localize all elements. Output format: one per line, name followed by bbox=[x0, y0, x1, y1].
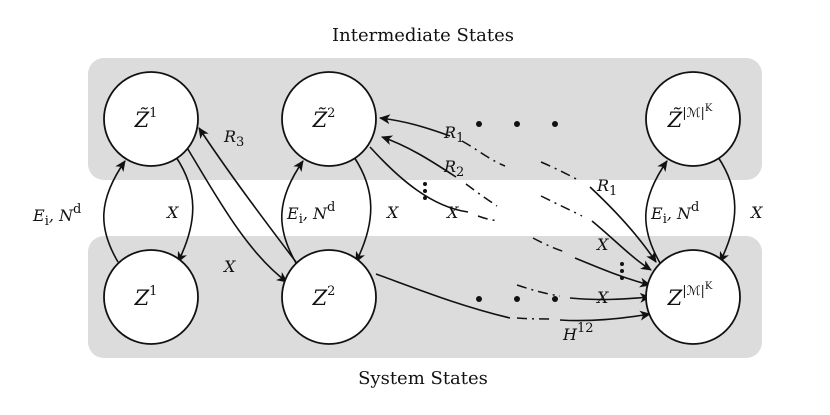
label-x5: X bbox=[595, 288, 609, 307]
node-z1: Z1 bbox=[103, 249, 199, 345]
node-z2-tilde: Z̃2 bbox=[281, 71, 377, 167]
intermediate-states-title: Intermediate States bbox=[332, 25, 514, 46]
label-e2: Ei, Nd bbox=[286, 200, 335, 227]
label-x4: X bbox=[595, 235, 609, 254]
edge-h12-dash bbox=[516, 317, 553, 320]
edge-r1-into-zm bbox=[589, 186, 657, 263]
label-e3: Ei, Nd bbox=[650, 200, 699, 227]
edge-r2-into-z2tilde bbox=[381, 135, 457, 178]
label-r2: R2 bbox=[443, 157, 464, 180]
svg-text:Z|ℳ|K: Z|ℳ|K bbox=[667, 281, 713, 310]
vertical-dots-right-3 bbox=[620, 276, 624, 280]
label-r1-upper: R1 bbox=[443, 123, 464, 146]
edge-x-into-zm-2 bbox=[569, 292, 651, 303]
edge-z2-to-right bbox=[375, 273, 511, 319]
system-states-band bbox=[88, 236, 762, 358]
edge-z2tilde-to-z2 bbox=[353, 156, 372, 263]
label-e1: Ei, Nd bbox=[32, 202, 81, 229]
edge-mid-dash-2 bbox=[532, 237, 566, 253]
edge-mid-dash-1 bbox=[540, 195, 583, 217]
edge-x-dash bbox=[477, 215, 499, 222]
edge-r1-right-dash bbox=[540, 161, 581, 182]
svg-text:Z1: Z1 bbox=[134, 284, 158, 310]
edge-h-dash bbox=[516, 284, 561, 297]
label-x1: X bbox=[165, 203, 179, 222]
node-zm-tilde: Z̃|ℳ|K bbox=[645, 71, 741, 167]
edge-zmtilde-to-zm bbox=[717, 156, 736, 263]
edge-h12-into-zm bbox=[559, 310, 651, 322]
label-r3: R3 bbox=[223, 127, 244, 150]
ellipsis-dot-bottom-3 bbox=[552, 296, 558, 302]
ellipsis-dot-top-3 bbox=[552, 121, 558, 127]
edge-mid-into-zm-1 bbox=[591, 220, 652, 271]
intermediate-states-band bbox=[88, 58, 762, 180]
vertical-dots-left-2 bbox=[423, 189, 427, 193]
svg-text:Z2: Z2 bbox=[312, 284, 336, 310]
edge-z2tilde-to-right bbox=[369, 146, 469, 213]
label-x6: X bbox=[749, 203, 763, 222]
edge-z2-to-z1tilde bbox=[198, 127, 297, 263]
label-r1-right: R1 bbox=[596, 176, 617, 199]
node-z1-tilde: Z̃1 bbox=[103, 71, 199, 167]
vertical-dots-left-3 bbox=[423, 196, 427, 200]
svg-text:Z̃1: Z̃1 bbox=[134, 106, 158, 132]
node-z2: Z2 bbox=[281, 249, 377, 345]
edge-z1tilde-to-z1 bbox=[175, 156, 194, 263]
svg-text:Z̃2: Z̃2 bbox=[312, 106, 336, 132]
ellipsis-dot-top-1 bbox=[476, 121, 482, 127]
ellipsis-dot-top-2 bbox=[514, 121, 520, 127]
edge-z2-to-z2tilde bbox=[280, 160, 304, 264]
vertical-dots-right-2 bbox=[620, 269, 624, 273]
svg-text:Z̃|ℳ|K: Z̃|ℳ|K bbox=[667, 103, 713, 132]
label-h12: H12 bbox=[562, 321, 594, 344]
ellipsis-dot-bottom-1 bbox=[476, 296, 482, 302]
edge-z1tilde-to-z2 bbox=[185, 145, 288, 283]
label-x3: X bbox=[445, 203, 459, 222]
node-zm: Z|ℳ|K bbox=[645, 249, 741, 345]
vertical-dots-right-1 bbox=[620, 262, 624, 266]
edge-z1-to-z1tilde bbox=[102, 160, 126, 263]
edge-x-into-zm bbox=[574, 257, 651, 288]
label-x-cross: X bbox=[222, 257, 236, 276]
system-states-title: System States bbox=[358, 368, 488, 389]
edge-r2-dash bbox=[465, 183, 498, 207]
ellipsis-dot-bottom-2 bbox=[514, 296, 520, 302]
edge-r1-dash bbox=[461, 140, 506, 167]
vertical-dots-left-1 bbox=[423, 182, 427, 186]
edge-r1-into-z2tilde bbox=[379, 114, 451, 137]
label-x2: X bbox=[385, 203, 399, 222]
